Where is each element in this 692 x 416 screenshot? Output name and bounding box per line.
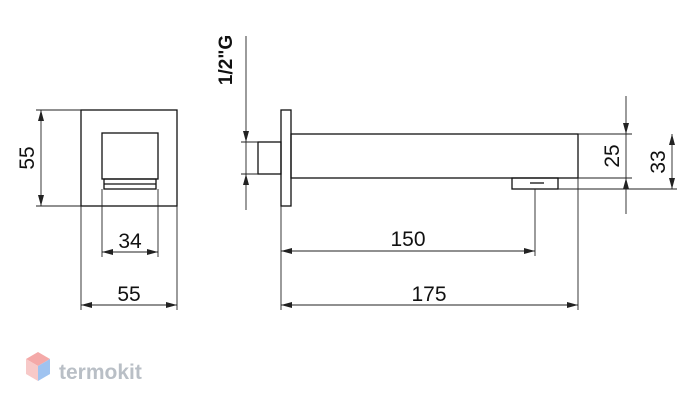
logo-hex-right <box>38 359 50 381</box>
thread-arrow-bottom <box>243 174 249 185</box>
outlet-height-arrow-top <box>623 123 629 134</box>
front-outer-arrow-left <box>81 302 92 308</box>
outlet-height-arrow-bottom <box>623 178 629 189</box>
side-thread-connector <box>257 141 282 175</box>
watermark: termokit <box>26 352 142 384</box>
logo-hex-left <box>26 359 38 381</box>
front-inner-arrow-left <box>102 249 113 255</box>
brand-name: termokit <box>59 361 142 384</box>
total-height-arrow-bottom <box>669 178 675 189</box>
side-view: 1/2"G 25 33 150 175 <box>216 35 677 310</box>
front-inner-arrow-right <box>147 249 158 255</box>
front-outer-arrow-right <box>166 302 177 308</box>
reach-arrow-right <box>524 248 535 254</box>
front-height-arrow-top <box>38 110 44 121</box>
front-view: 55 34 55 <box>16 109 178 310</box>
front-height-label: 55 <box>16 146 39 169</box>
reach-label: 150 <box>390 228 425 251</box>
front-inner-width-label: 34 <box>118 230 142 253</box>
length-arrow-right <box>567 302 578 308</box>
length-label: 175 <box>411 283 446 306</box>
side-spout-body <box>290 133 579 179</box>
front-height-arrow-bottom <box>38 195 44 206</box>
side-wall-plate <box>280 109 292 207</box>
total-height-label: 33 <box>647 150 670 173</box>
length-arrow-left <box>281 302 292 308</box>
total-height-arrow-top <box>669 134 675 145</box>
thread-label: 1/2"G <box>216 35 237 85</box>
front-wall-plate <box>80 109 178 207</box>
reach-arrow-left <box>281 248 292 254</box>
thread-arrow-top <box>243 131 249 142</box>
outlet-height-label: 25 <box>601 144 624 167</box>
front-outer-width-label: 55 <box>117 283 140 306</box>
front-spout-opening <box>101 132 159 180</box>
